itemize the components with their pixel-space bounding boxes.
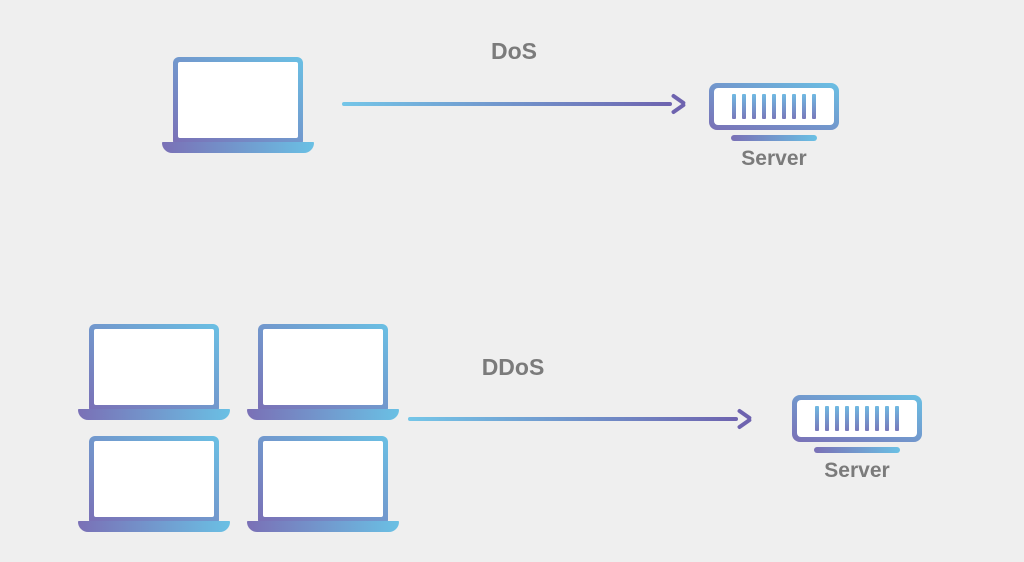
laptop-base bbox=[78, 521, 230, 532]
laptop-screen-display bbox=[263, 441, 383, 517]
laptop-base bbox=[162, 142, 314, 153]
server-label: Server bbox=[741, 147, 807, 170]
server-slot-bar bbox=[825, 406, 829, 431]
laptop-screen bbox=[89, 324, 219, 410]
server-underline bbox=[731, 135, 817, 141]
server-front-panel bbox=[797, 400, 917, 437]
server-slot-bar bbox=[835, 406, 839, 431]
laptop-screen-display bbox=[263, 329, 383, 405]
server-underline bbox=[814, 447, 900, 453]
server-label: Server bbox=[824, 459, 890, 482]
ddos-label: DDoS bbox=[481, 354, 545, 380]
server-slot-bar bbox=[772, 94, 776, 119]
server-slot-bar bbox=[885, 406, 889, 431]
laptop-screen bbox=[89, 436, 219, 522]
server-slot-bar bbox=[762, 94, 766, 119]
laptop-icon bbox=[247, 436, 399, 532]
laptop-screen bbox=[173, 57, 303, 143]
dos-attacker-group bbox=[162, 57, 314, 153]
dos-server: Server bbox=[709, 83, 839, 171]
laptop-base bbox=[247, 409, 399, 420]
dos-label: DoS bbox=[491, 38, 537, 64]
laptop-screen-display bbox=[178, 62, 298, 138]
server-slot-bar bbox=[742, 94, 746, 119]
server-slot-bar bbox=[875, 406, 879, 431]
laptop-icon bbox=[162, 57, 314, 153]
ddos-attack-arrow bbox=[408, 417, 738, 421]
laptop-icon bbox=[78, 324, 230, 420]
server-slot-bar bbox=[812, 94, 816, 119]
server-slot-bar bbox=[802, 94, 806, 119]
server-slot-bar bbox=[732, 94, 736, 119]
laptop-screen-display bbox=[94, 441, 214, 517]
laptop-screen bbox=[258, 436, 388, 522]
server-front-panel bbox=[714, 88, 834, 125]
server-slot-bar bbox=[792, 94, 796, 119]
server-slot-bar bbox=[752, 94, 756, 119]
laptop-screen bbox=[258, 324, 388, 410]
server-slot-bar bbox=[815, 406, 819, 431]
server-slot-bar bbox=[865, 406, 869, 431]
ddos-server: Server bbox=[792, 395, 922, 483]
server-icon bbox=[709, 83, 839, 130]
laptop-screen-display bbox=[94, 329, 214, 405]
server-icon bbox=[792, 395, 922, 442]
server-slot-bar bbox=[895, 406, 899, 431]
laptop-icon bbox=[78, 436, 230, 532]
laptop-base bbox=[247, 521, 399, 532]
laptop-icon bbox=[247, 324, 399, 420]
ddos-attacker-group bbox=[78, 324, 399, 532]
dos-attack-arrow bbox=[342, 102, 672, 106]
server-slot-bar bbox=[782, 94, 786, 119]
server-slot-bar bbox=[855, 406, 859, 431]
laptop-base bbox=[78, 409, 230, 420]
server-slot-bar bbox=[845, 406, 849, 431]
